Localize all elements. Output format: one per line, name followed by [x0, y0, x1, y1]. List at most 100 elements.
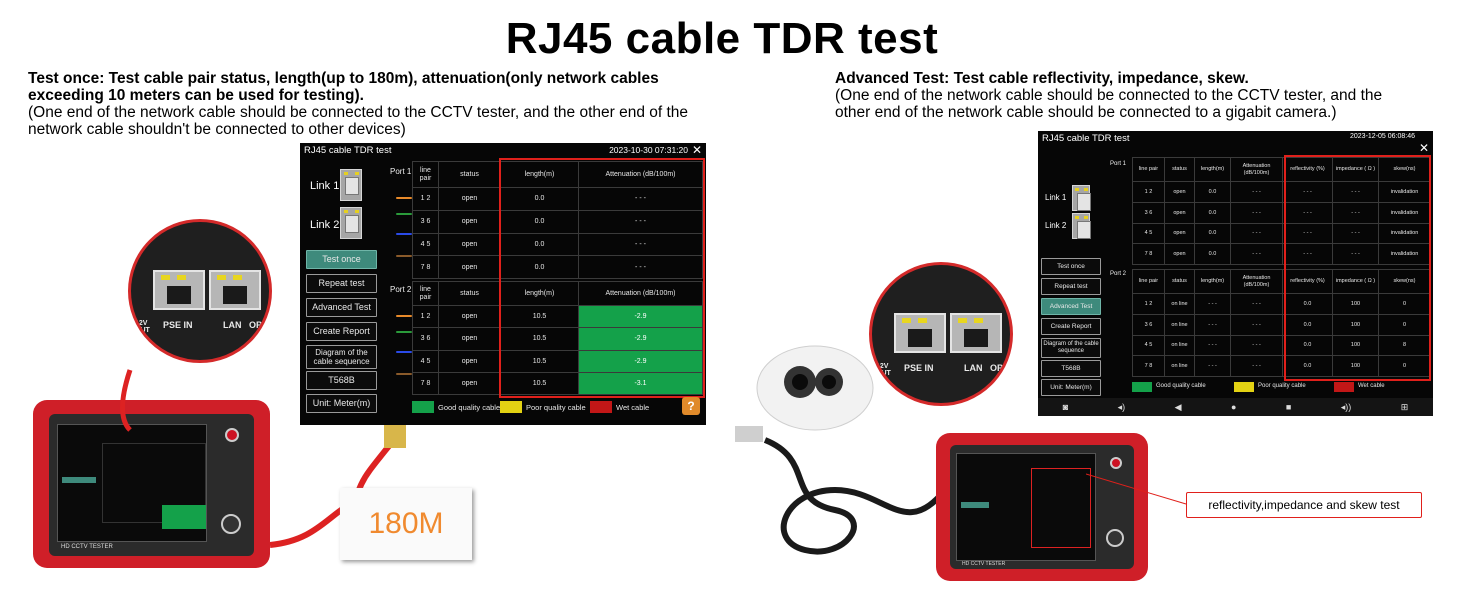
repeat-test-button[interactable]: Repeat test [306, 274, 377, 293]
pse-in-label: PSE IN [163, 320, 193, 330]
pair-label: 4 5 [1132, 222, 1165, 245]
home-icon[interactable]: ● [1230, 402, 1237, 412]
table-row: 4 5 open 0.0 - - - - - - - - - invalidat… [1132, 222, 1431, 245]
legend-poor-swatch [500, 401, 522, 413]
recent-apps-icon[interactable]: ■ [1285, 402, 1292, 412]
create-report-button[interactable]: Create Report [1041, 318, 1101, 335]
help-icon[interactable]: ? [682, 397, 700, 415]
header-status: status [1164, 269, 1195, 294]
pse-in-port [153, 270, 205, 310]
rj45-port-1-icon [1072, 185, 1091, 211]
unit-meter-button[interactable]: Unit: Meter(m) [306, 394, 377, 413]
reflectivity-cell: - - - [1282, 201, 1333, 224]
power-button [225, 428, 239, 442]
screen-title-bar: RJ45 cable TDR test 2023-10-30 07:31:20 … [300, 143, 706, 157]
skew-cell: 0 [1378, 355, 1431, 377]
table-row: 3 6 on line - - - - - - 0.0 100 0 [1132, 313, 1431, 336]
test-once-button[interactable]: Test once [1041, 258, 1101, 275]
pair-label: 7 8 [412, 371, 439, 396]
port-2-table: line pair status length(m) Attenuation (… [1132, 269, 1431, 377]
unit-meter-button[interactable]: Unit: Meter(m) [1041, 379, 1101, 396]
screen-title-bar: RJ45 cable TDR test 2023-12-05 06:08:46 … [1038, 131, 1433, 155]
port-zoom-left: 12V OUT PSE IN LAN OPM [128, 219, 272, 363]
length-cell: 0.0 [1194, 201, 1231, 224]
advanced-test-button[interactable]: Advanced Test [1041, 298, 1101, 315]
legend-wet-swatch [590, 401, 612, 413]
header-status: status [1164, 157, 1195, 182]
create-report-button[interactable]: Create Report [306, 322, 377, 341]
status-datetime: 2023-10-30 07:31:20 [609, 145, 688, 155]
reflectivity-impedance-skew-callout: reflectivity,impedance and skew test [1186, 492, 1422, 518]
port-1-label: Port 1 [1110, 161, 1127, 167]
close-icon[interactable]: ✕ [691, 143, 702, 157]
lan-label: LAN [223, 320, 242, 330]
port-1-wire-icon [396, 193, 414, 273]
link-1-label: Link 1 [1045, 193, 1067, 202]
test-once-note: (One end of the network cable should be … [28, 104, 689, 138]
length-cell: 0.0 [1194, 181, 1231, 203]
attenuation-cell: - - - [578, 255, 703, 279]
table-row: 4 5 open 0.0 - - - [412, 232, 703, 257]
pse-in-port [894, 313, 946, 353]
reflectivity-cell: 0.0 [1282, 293, 1333, 315]
camera-icon[interactable]: ◙ [1062, 402, 1069, 412]
reflectivity-cell: 0.0 [1282, 313, 1333, 336]
advanced-test-button[interactable]: Advanced Test [306, 298, 377, 317]
tdr-screen-advanced: RJ45 cable TDR test 2023-12-05 06:08:46 … [1038, 131, 1433, 416]
status-cell: open [1164, 222, 1195, 245]
skew-cell: 0 [1378, 313, 1431, 336]
volume-up-icon[interactable]: ◂)) [1340, 401, 1352, 412]
impedance-cell: 100 [1332, 313, 1379, 336]
skew-cell: invalidation [1378, 181, 1431, 203]
rj45-port-2-icon [340, 207, 362, 239]
repeat-test-button[interactable]: Repeat test [1041, 278, 1101, 295]
close-icon[interactable]: ✕ [1418, 141, 1429, 155]
impedance-cell: - - - [1332, 201, 1379, 224]
port-1-table: line pair status length(m) Attenuation (… [412, 161, 703, 279]
header-length: length(m) [500, 161, 579, 188]
device-mini-screen [57, 424, 207, 542]
header-line-pair: line pair [1132, 269, 1165, 294]
length-cell: 10.5 [500, 371, 579, 396]
cable-sequence-diagram-button[interactable]: Diagram of the cable sequence [306, 345, 377, 369]
test-once-description: Test once: Test cable pair status, lengt… [28, 70, 708, 138]
attenuation-cell: - - - [578, 232, 703, 257]
grid-icon[interactable]: ⊞ [1400, 401, 1409, 412]
port-1-label: Port 1 [390, 167, 412, 176]
android-nav-bar: ◙ ◂) ◀ ● ■ ◂)) ⊞ [1038, 398, 1433, 416]
table-row: 4 5 open 10.5 -2.9 [412, 349, 703, 373]
opm-label: OPM [990, 363, 1011, 373]
status-cell: open [438, 371, 501, 396]
pair-label: 3 6 [1132, 313, 1165, 336]
volume-down-icon[interactable]: ◂) [1117, 401, 1126, 412]
attenuation-cell: - - - [1230, 243, 1283, 265]
legend-wet-swatch [1334, 382, 1354, 392]
attenuation-cell: - - - [578, 209, 703, 234]
reflectivity-cell: 0.0 [1282, 355, 1333, 377]
length-cell: 0.0 [500, 255, 579, 279]
cctv-tester-device-left: HD CCTV TESTER [33, 400, 270, 568]
device-mini-screen [956, 453, 1096, 561]
back-icon[interactable]: ◀ [1174, 401, 1182, 412]
cable-sequence-diagram-button[interactable]: Diagram of the cable sequence [1041, 338, 1101, 358]
header-reflectivity: reflectivity (%) [1282, 269, 1333, 294]
lan-port [209, 270, 261, 310]
pair-label: 7 8 [412, 255, 439, 279]
cable-length-tag: 180M [340, 488, 472, 560]
header-attenuation: Attenuation (dB/100m) [1230, 269, 1283, 294]
table-row: 7 8 open 0.0 - - - - - - - - - invalidat… [1132, 243, 1431, 265]
test-once-button[interactable]: Test once [306, 250, 377, 269]
test-once-heading: Test once: Test cable pair status, lengt… [28, 70, 659, 104]
device-face: HD CCTV TESTER [49, 414, 254, 556]
t568b-button[interactable]: T568B [306, 371, 377, 390]
link-2-label: Link 2 [310, 219, 340, 231]
voltage-label: 12V OUT [876, 363, 891, 377]
attenuation-cell: - - - [1230, 293, 1283, 315]
lan-label: LAN [964, 363, 983, 373]
impedance-cell: 100 [1332, 293, 1379, 315]
port-2-table: line pair status length(m) Attenuation (… [412, 281, 703, 396]
table-row: 7 8 open 0.0 - - - [412, 255, 703, 279]
attenuation-cell: - - - [578, 187, 703, 211]
power-button [1110, 457, 1122, 469]
t568b-button[interactable]: T568B [1041, 360, 1101, 377]
